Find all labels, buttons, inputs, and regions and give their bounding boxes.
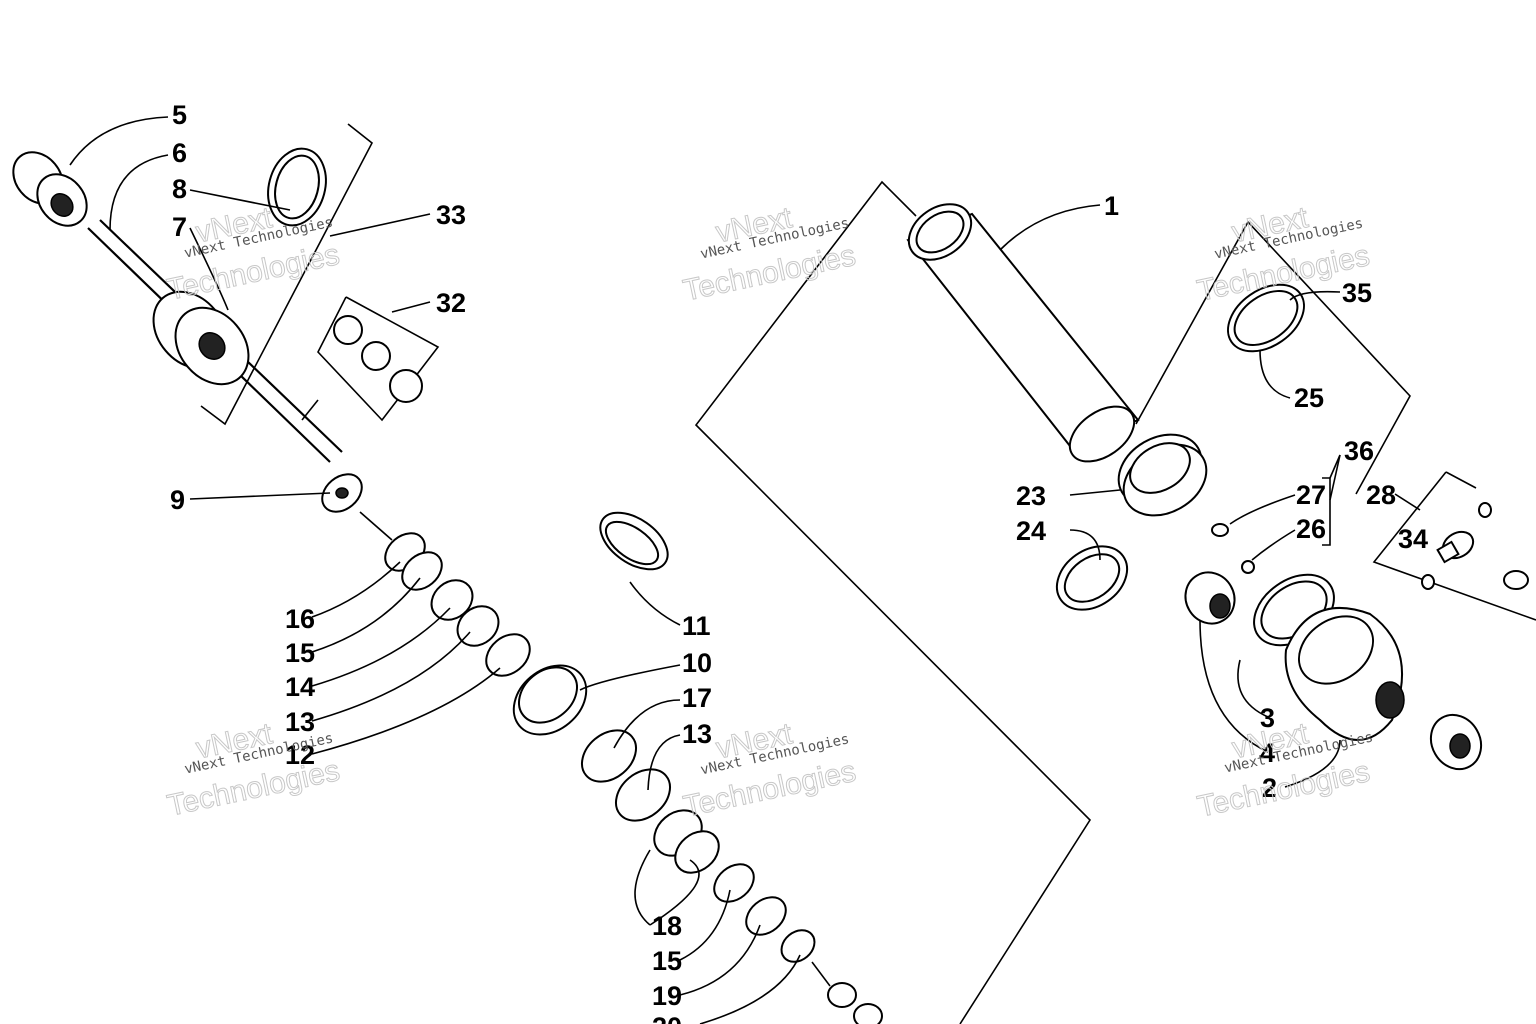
watermark-top-center: vNext vNext Technologies Technologies [680, 201, 859, 308]
piston-nut-part-7 [152, 290, 250, 386]
seal-ring-part-8 [267, 147, 327, 227]
bearing-part-23 [1117, 433, 1208, 517]
callout-13-right: 13 [682, 719, 712, 749]
valve-box-part-28 [1372, 471, 1536, 621]
bushing-part-3 [1184, 571, 1236, 625]
callout-34: 34 [1398, 524, 1428, 554]
shim-stack-left [359, 511, 531, 677]
callout-10: 10 [682, 648, 712, 678]
svg-text:Technologies: Technologies [1195, 755, 1373, 824]
cylinder-body-part-1 [906, 203, 1140, 463]
small-parts-26-27 [1211, 523, 1255, 574]
callout-26: 26 [1296, 514, 1326, 544]
callout-35: 35 [1342, 278, 1372, 308]
callout-32: 32 [436, 288, 466, 318]
callout-17: 17 [682, 683, 712, 713]
piston-part-10 [512, 664, 588, 736]
callout-23: 23 [1016, 481, 1046, 511]
callout-13-left: 13 [285, 707, 315, 737]
shim-stack-right [581, 729, 883, 1024]
callout-7: 7 [172, 212, 187, 242]
bushing-set-part-32 [301, 296, 440, 422]
callout-6: 6 [172, 138, 187, 168]
callout-15-right: 15 [652, 946, 682, 976]
callout-9: 9 [170, 485, 185, 515]
callout-2: 2 [1262, 773, 1277, 803]
valve-part-34 [1421, 502, 1529, 590]
callout-labels: 5 6 8 7 33 32 9 16 15 14 13 12 11 10 17 … [170, 100, 1428, 1024]
callout-36: 36 [1344, 436, 1374, 466]
callout-15-left: 15 [285, 638, 315, 668]
callout-16: 16 [285, 604, 315, 634]
ring-part-25 [1227, 283, 1305, 353]
piston-ring-part-11 [599, 511, 669, 571]
ring-part-24 [1055, 545, 1129, 611]
shaft-collar-part-5 [12, 151, 88, 227]
callout-24: 24 [1016, 516, 1046, 546]
callout-8: 8 [172, 174, 187, 204]
shaft-bracket [200, 123, 374, 426]
end-cap-bracket [1135, 220, 1411, 495]
callout-3: 3 [1260, 703, 1275, 733]
washer-part-9 [321, 473, 363, 513]
callout-12: 12 [285, 740, 315, 770]
callout-1: 1 [1104, 191, 1119, 221]
callout-4: 4 [1260, 738, 1275, 768]
callout-11: 11 [682, 611, 711, 641]
callout-5: 5 [172, 100, 187, 130]
callout-27: 27 [1296, 480, 1326, 510]
callout-20: 20 [652, 1012, 682, 1024]
callout-33: 33 [436, 200, 466, 230]
callout-14: 14 [285, 672, 315, 702]
callout-19: 19 [652, 981, 682, 1011]
leader-lines [69, 116, 1421, 1024]
callout-25: 25 [1294, 383, 1324, 413]
eyelet-bushing [1429, 713, 1483, 771]
cylinder-bracket [694, 180, 1092, 1024]
end-cap-part-2 [1284, 606, 1405, 741]
callout-28: 28 [1366, 480, 1396, 510]
callout-18: 18 [652, 911, 682, 941]
